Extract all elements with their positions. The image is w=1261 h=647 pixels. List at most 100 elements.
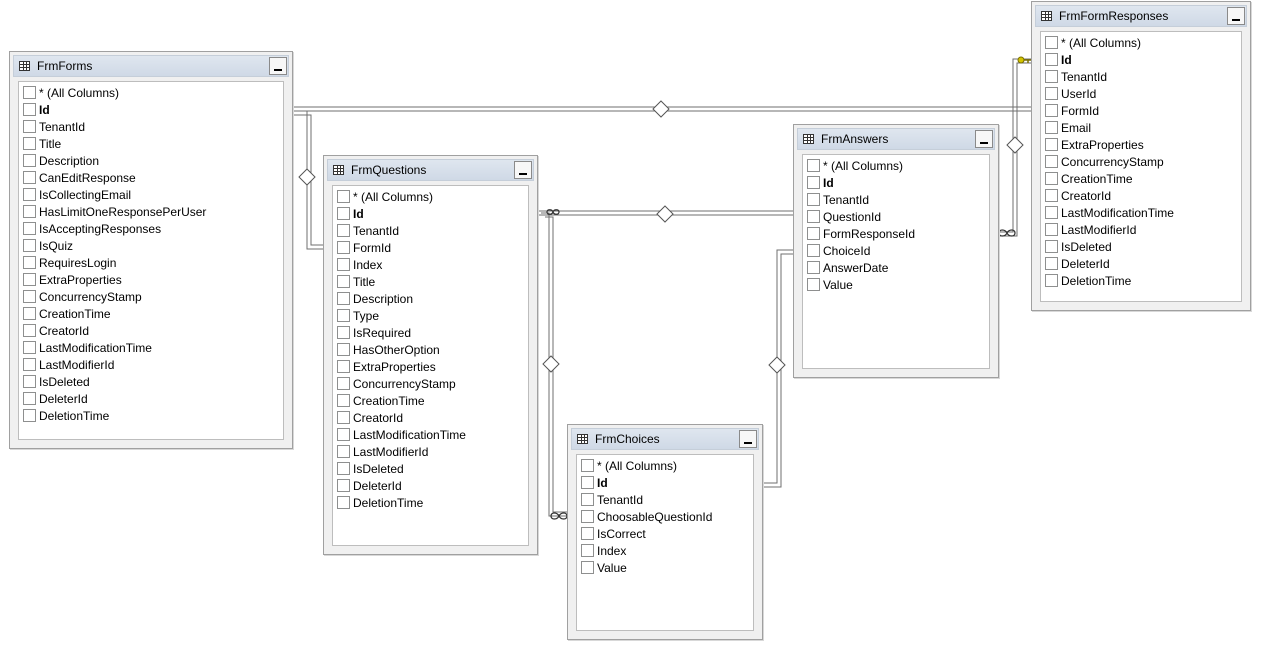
- column-row[interactable]: Type: [337, 308, 528, 325]
- column-checkbox[interactable]: [337, 190, 350, 203]
- column-row[interactable]: Index: [581, 543, 753, 560]
- column-checkbox[interactable]: [1045, 189, 1058, 202]
- column-checkbox[interactable]: [1045, 257, 1058, 270]
- column-row[interactable]: IsAcceptingResponses: [23, 221, 283, 238]
- column-row[interactable]: ChoosableQuestionId: [581, 509, 753, 526]
- column-checkbox[interactable]: [807, 159, 820, 172]
- minimize-button[interactable]: [739, 430, 757, 448]
- column-checkbox[interactable]: [807, 176, 820, 189]
- column-checkbox[interactable]: [23, 171, 36, 184]
- column-row[interactable]: FormResponseId: [807, 226, 989, 243]
- column-checkbox[interactable]: [1045, 121, 1058, 134]
- column-row[interactable]: QuestionId: [807, 209, 989, 226]
- column-checkbox[interactable]: [337, 445, 350, 458]
- column-checkbox[interactable]: [23, 409, 36, 422]
- column-row[interactable]: Id: [1045, 52, 1241, 69]
- column-checkbox[interactable]: [23, 222, 36, 235]
- table-header[interactable]: FrmFormResponses: [1035, 5, 1247, 27]
- column-row[interactable]: IsQuiz: [23, 238, 283, 255]
- table-header[interactable]: FrmAnswers: [797, 128, 995, 150]
- column-row[interactable]: DeleterId: [1045, 256, 1241, 273]
- all-columns-row[interactable]: * (All Columns): [23, 85, 283, 102]
- minimize-button[interactable]: [514, 161, 532, 179]
- column-checkbox[interactable]: [807, 278, 820, 291]
- column-row[interactable]: LastModifierId: [1045, 222, 1241, 239]
- column-checkbox[interactable]: [337, 343, 350, 356]
- column-row[interactable]: Description: [23, 153, 283, 170]
- column-row[interactable]: Email: [1045, 120, 1241, 137]
- column-checkbox[interactable]: [337, 428, 350, 441]
- column-checkbox[interactable]: [337, 326, 350, 339]
- column-row[interactable]: HasOtherOption: [337, 342, 528, 359]
- column-checkbox[interactable]: [807, 261, 820, 274]
- table-header[interactable]: FrmChoices: [571, 428, 759, 450]
- all-columns-row[interactable]: * (All Columns): [807, 158, 989, 175]
- column-checkbox[interactable]: [581, 510, 594, 523]
- column-checkbox[interactable]: [23, 375, 36, 388]
- column-row[interactable]: DeletionTime: [337, 495, 528, 512]
- column-checkbox[interactable]: [807, 193, 820, 206]
- column-checkbox[interactable]: [581, 527, 594, 540]
- minimize-button[interactable]: [269, 57, 287, 75]
- column-checkbox[interactable]: [23, 324, 36, 337]
- minimize-button[interactable]: [975, 130, 993, 148]
- column-row[interactable]: IsCollectingEmail: [23, 187, 283, 204]
- column-checkbox[interactable]: [1045, 70, 1058, 83]
- column-row[interactable]: CreatorId: [337, 410, 528, 427]
- all-columns-row[interactable]: * (All Columns): [1045, 35, 1241, 52]
- column-checkbox[interactable]: [23, 137, 36, 150]
- column-checkbox[interactable]: [337, 241, 350, 254]
- column-checkbox[interactable]: [807, 227, 820, 240]
- column-row[interactable]: LastModificationTime: [337, 427, 528, 444]
- column-row[interactable]: TenantId: [581, 492, 753, 509]
- column-row[interactable]: LastModifierId: [337, 444, 528, 461]
- column-checkbox[interactable]: [1045, 53, 1058, 66]
- column-checkbox[interactable]: [581, 459, 594, 472]
- column-row[interactable]: Id: [23, 102, 283, 119]
- column-checkbox[interactable]: [337, 292, 350, 305]
- column-row[interactable]: LastModifierId: [23, 357, 283, 374]
- column-row[interactable]: DeletionTime: [23, 408, 283, 425]
- column-row[interactable]: CanEditResponse: [23, 170, 283, 187]
- all-columns-row[interactable]: * (All Columns): [337, 189, 528, 206]
- column-checkbox[interactable]: [23, 205, 36, 218]
- column-row[interactable]: Description: [337, 291, 528, 308]
- column-checkbox[interactable]: [23, 273, 36, 286]
- column-row[interactable]: IsDeleted: [1045, 239, 1241, 256]
- column-checkbox[interactable]: [23, 86, 36, 99]
- column-checkbox[interactable]: [1045, 36, 1058, 49]
- column-row[interactable]: CreationTime: [337, 393, 528, 410]
- column-row[interactable]: ConcurrencyStamp: [337, 376, 528, 393]
- column-row[interactable]: DeletionTime: [1045, 273, 1241, 290]
- column-row[interactable]: Title: [23, 136, 283, 153]
- column-checkbox[interactable]: [337, 224, 350, 237]
- column-checkbox[interactable]: [1045, 104, 1058, 117]
- column-row[interactable]: LastModificationTime: [1045, 205, 1241, 222]
- column-row[interactable]: ExtraProperties: [1045, 137, 1241, 154]
- column-checkbox[interactable]: [23, 392, 36, 405]
- column-row[interactable]: IsRequired: [337, 325, 528, 342]
- column-row[interactable]: Index: [337, 257, 528, 274]
- column-row[interactable]: ConcurrencyStamp: [23, 289, 283, 306]
- column-checkbox[interactable]: [1045, 206, 1058, 219]
- column-checkbox[interactable]: [23, 341, 36, 354]
- column-row[interactable]: Title: [337, 274, 528, 291]
- column-checkbox[interactable]: [337, 377, 350, 390]
- column-checkbox[interactable]: [337, 479, 350, 492]
- column-checkbox[interactable]: [807, 210, 820, 223]
- column-row[interactable]: IsDeleted: [23, 374, 283, 391]
- column-row[interactable]: CreatorId: [23, 323, 283, 340]
- column-row[interactable]: CreatorId: [1045, 188, 1241, 205]
- column-checkbox[interactable]: [23, 120, 36, 133]
- column-row[interactable]: CreationTime: [23, 306, 283, 323]
- column-row[interactable]: UserId: [1045, 86, 1241, 103]
- table-header[interactable]: FrmQuestions: [327, 159, 534, 181]
